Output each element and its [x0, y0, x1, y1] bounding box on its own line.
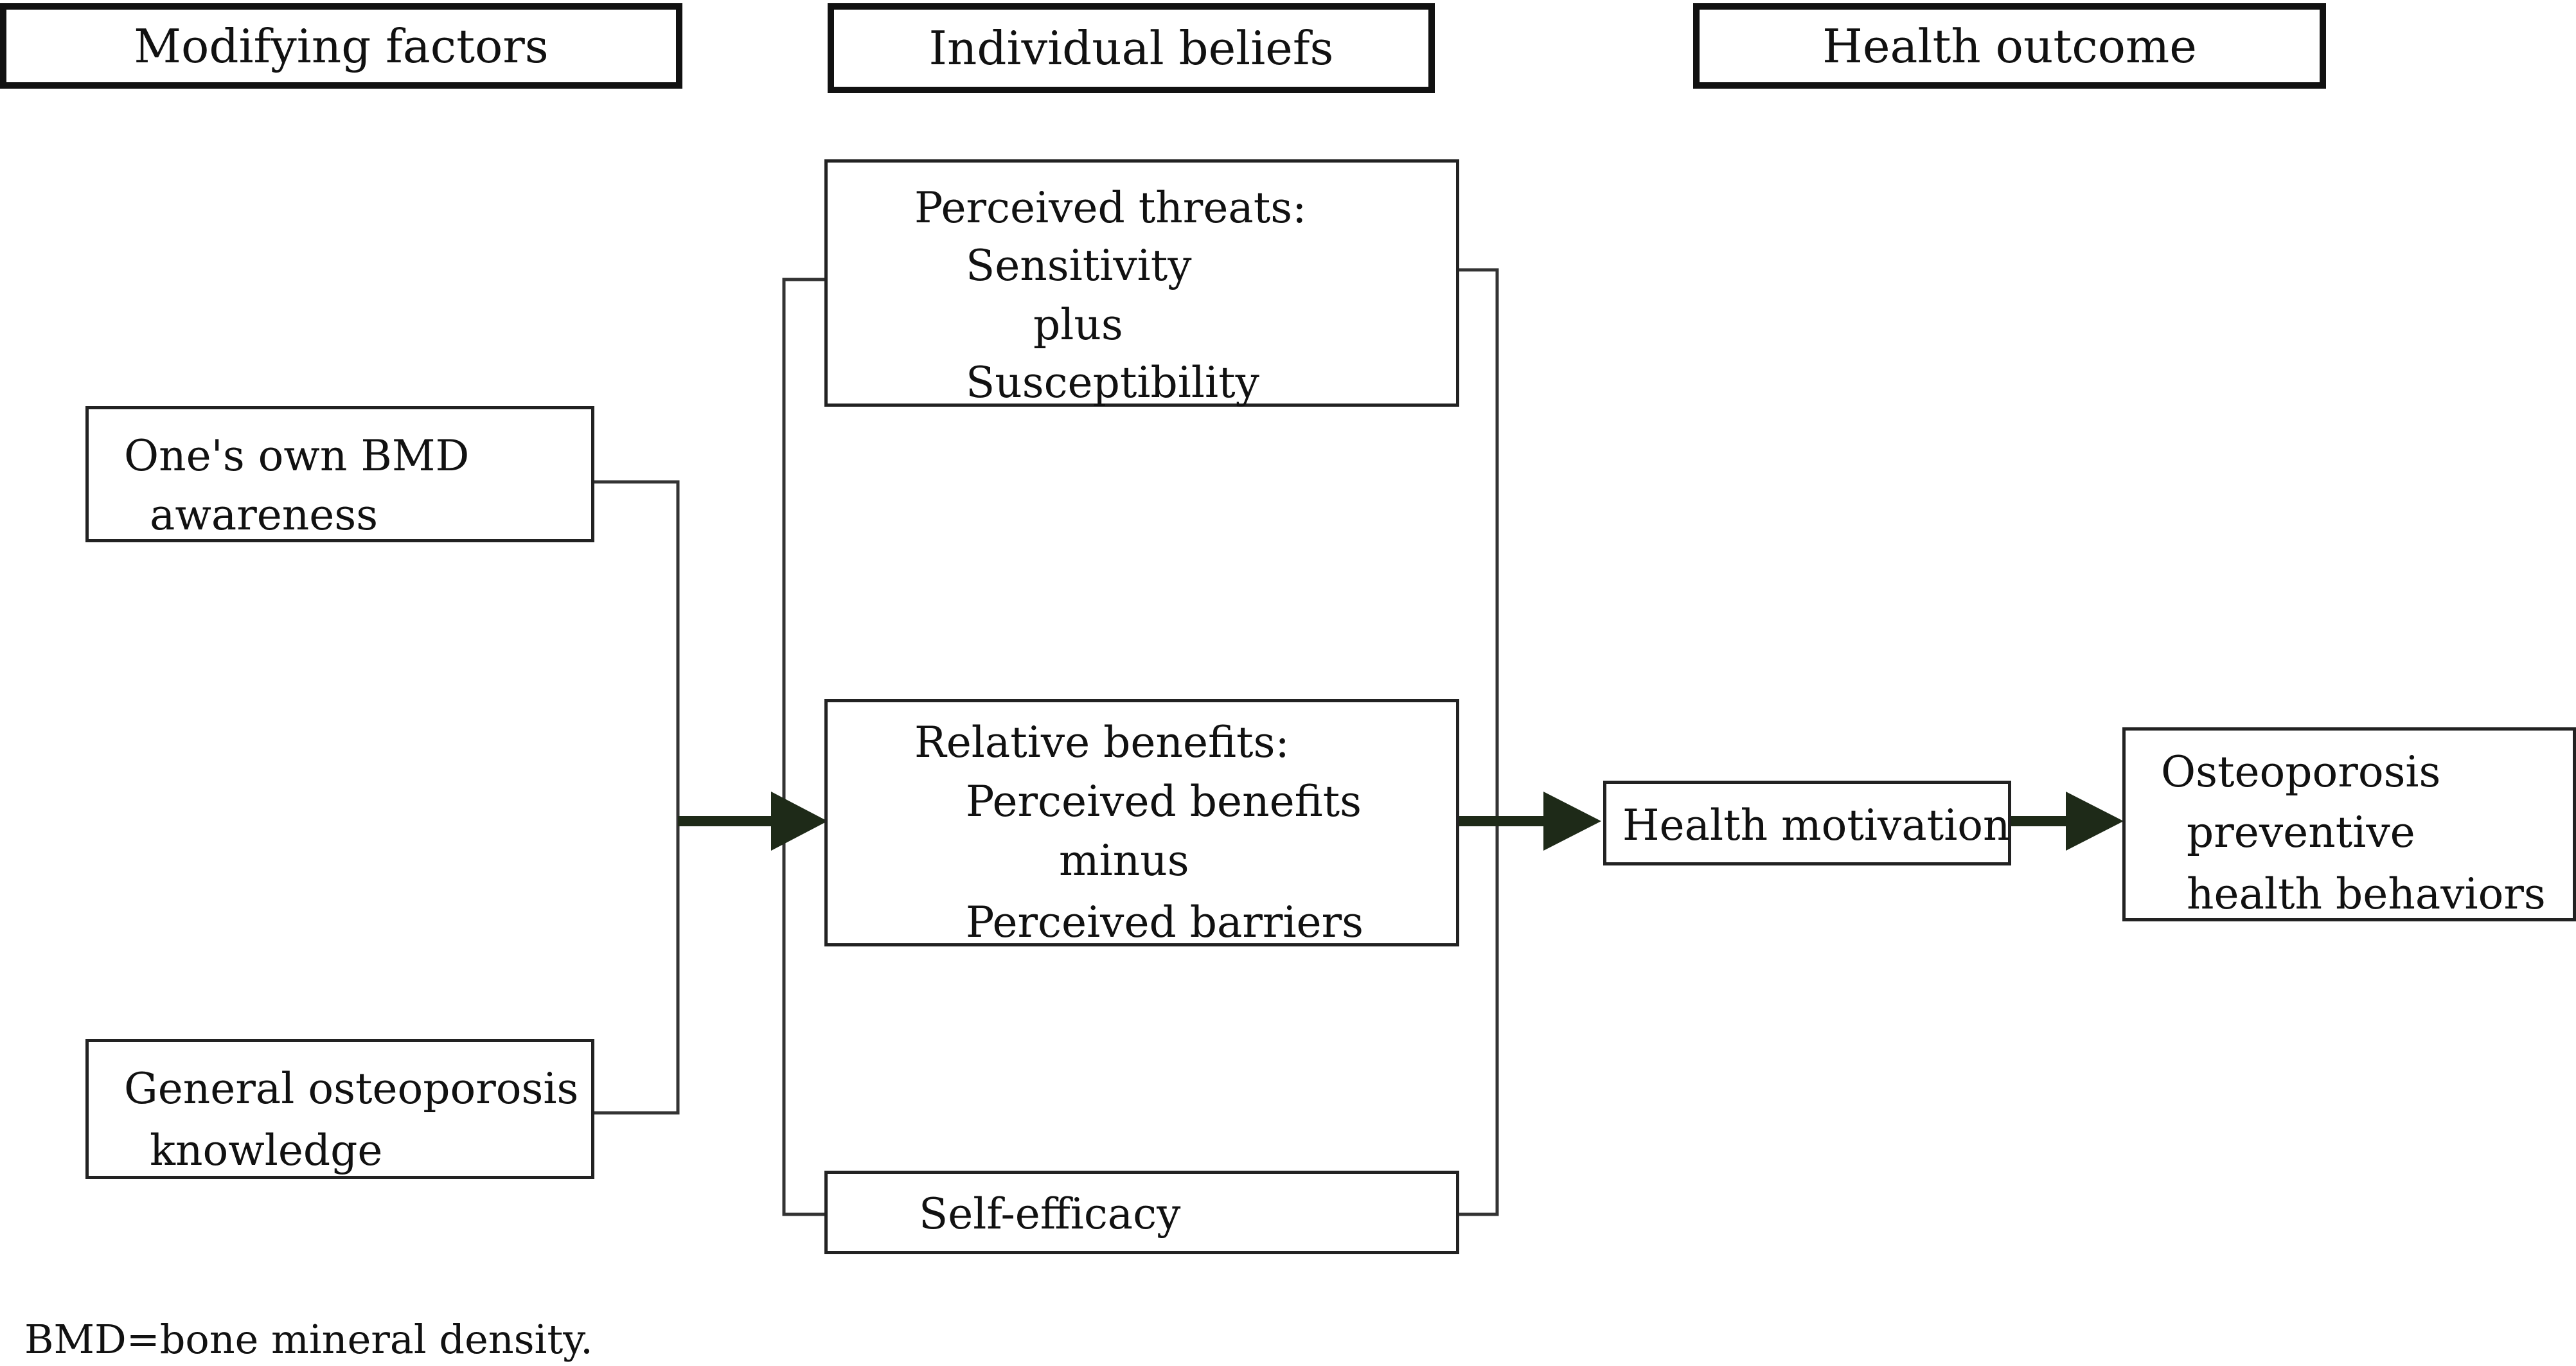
header-modifying-factors: Modifying factors — [0, 3, 682, 89]
benefits-line-1: Relative benefits: — [914, 718, 1290, 767]
osteoporosis-knowledge-line-2: knowledge — [150, 1126, 383, 1175]
connector-bmd-to-merge — [591, 480, 680, 1115]
benefits-line-2: Perceived benefits — [966, 777, 1362, 826]
arrow-head-beliefs-to-motivation — [1543, 792, 1601, 851]
health-motivation-label: Health motivation — [1622, 801, 2011, 850]
bmd-awareness-line-2: awareness — [150, 490, 378, 540]
box-bmd-awareness: One's own BMD awareness — [85, 406, 594, 542]
header-individual-beliefs-label: Individual beliefs — [928, 21, 1334, 75]
connector-beliefs-left-bracket — [782, 278, 826, 1216]
box-preventive-behaviors: Osteoporosis preventive health behaviors — [2122, 727, 2576, 921]
threats-line-4: Susceptibility — [966, 358, 1259, 407]
threats-line-3: plus — [1033, 300, 1123, 350]
behaviors-line-1: Osteoporosis — [2161, 747, 2441, 797]
header-health-outcome-label: Health outcome — [1822, 19, 2197, 73]
arrow-shaft-motivation-to-behaviors — [2010, 816, 2075, 826]
benefits-line-4: Perceived barriers — [966, 898, 1364, 947]
box-health-motivation: Health motivation — [1603, 781, 2011, 865]
benefits-line-3: minus — [1059, 836, 1189, 885]
self-efficacy-label: Self-efficacy — [919, 1189, 1181, 1239]
arrow-head-motivation-to-behaviors — [2066, 792, 2124, 851]
box-osteoporosis-knowledge: General osteoporosis knowledge — [85, 1039, 594, 1179]
bmd-awareness-line-1: One's own BMD — [124, 431, 470, 481]
arrow-shaft-factors-to-beliefs — [678, 816, 781, 826]
box-relative-benefits: Relative benefits: Perceived benefits mi… — [824, 699, 1459, 946]
box-self-efficacy: Self-efficacy — [824, 1171, 1459, 1254]
header-modifying-factors-label: Modifying factors — [134, 19, 549, 73]
arrow-shaft-beliefs-to-motivation — [1457, 816, 1554, 826]
threats-line-1: Perceived threats: — [914, 183, 1307, 233]
behaviors-line-2: preventive — [2187, 808, 2415, 857]
header-individual-beliefs: Individual beliefs — [828, 3, 1435, 93]
osteoporosis-knowledge-line-1: General osteoporosis — [124, 1064, 579, 1113]
footnote: BMD=bone mineral density. — [24, 1316, 593, 1363]
header-health-outcome: Health outcome — [1693, 3, 2326, 89]
behaviors-line-3: health behaviors — [2187, 869, 2546, 919]
threats-line-2: Sensitivity — [966, 241, 1192, 290]
connector-beliefs-right-bracket — [1457, 268, 1499, 1216]
box-perceived-threats: Perceived threats: Sensitivity plus Susc… — [824, 159, 1459, 407]
arrow-head-factors-to-beliefs — [771, 792, 828, 851]
